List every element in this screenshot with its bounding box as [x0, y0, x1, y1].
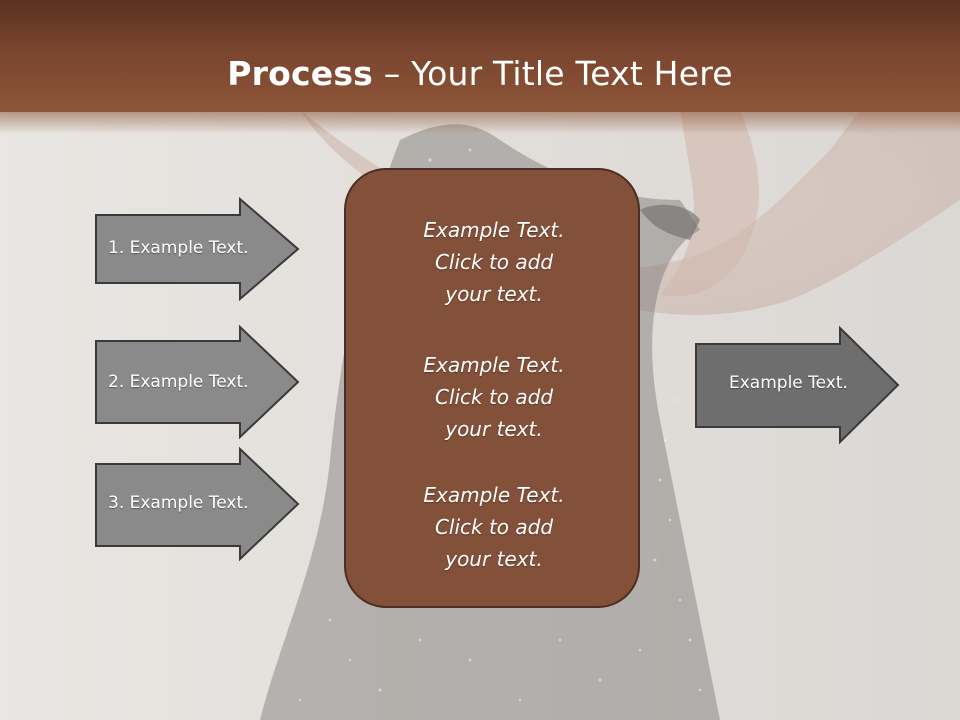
center-block-3: Example Text. Click to add your text.	[346, 479, 642, 575]
right-arrow-label: Example Text.	[729, 373, 848, 393]
center-block-line: your text.	[445, 282, 543, 306]
right-arrow[interactable]: Example Text.	[695, 325, 900, 445]
center-block-2: Example Text. Click to add your text.	[346, 349, 642, 445]
arrow-shape	[95, 324, 300, 440]
center-block-line: Example Text.	[423, 483, 565, 507]
arrow-shape	[95, 446, 300, 562]
arrow-shape	[95, 196, 300, 302]
left-arrow-label: 1. Example Text.	[108, 238, 249, 258]
center-block-line: Click to add	[434, 515, 554, 539]
center-text-box[interactable]: Example Text. Click to add your text. Ex…	[344, 168, 640, 608]
center-block-line: your text.	[445, 547, 543, 571]
arrow-shape	[695, 325, 900, 445]
center-block-line: your text.	[445, 417, 543, 441]
left-arrow-label: 3. Example Text.	[108, 493, 249, 513]
center-block-line: Click to add	[434, 385, 554, 409]
center-block-1: Example Text. Click to add your text.	[346, 214, 642, 310]
title-bold: Process	[227, 54, 374, 93]
left-arrow-3[interactable]: 3. Example Text.	[95, 446, 300, 562]
title-bar-fade	[0, 100, 960, 134]
center-block-line: Example Text.	[423, 353, 565, 377]
center-block-line: Click to add	[434, 250, 554, 274]
title-bar	[0, 0, 960, 112]
left-arrow-2[interactable]: 2. Example Text.	[95, 324, 300, 440]
title-rest: – Your Title Text Here	[373, 54, 733, 93]
center-block-line: Example Text.	[423, 218, 565, 242]
slide-title[interactable]: Process – Your Title Text Here	[0, 52, 960, 96]
left-arrow-1[interactable]: 1. Example Text.	[95, 196, 300, 302]
left-arrow-label: 2. Example Text.	[108, 372, 249, 392]
